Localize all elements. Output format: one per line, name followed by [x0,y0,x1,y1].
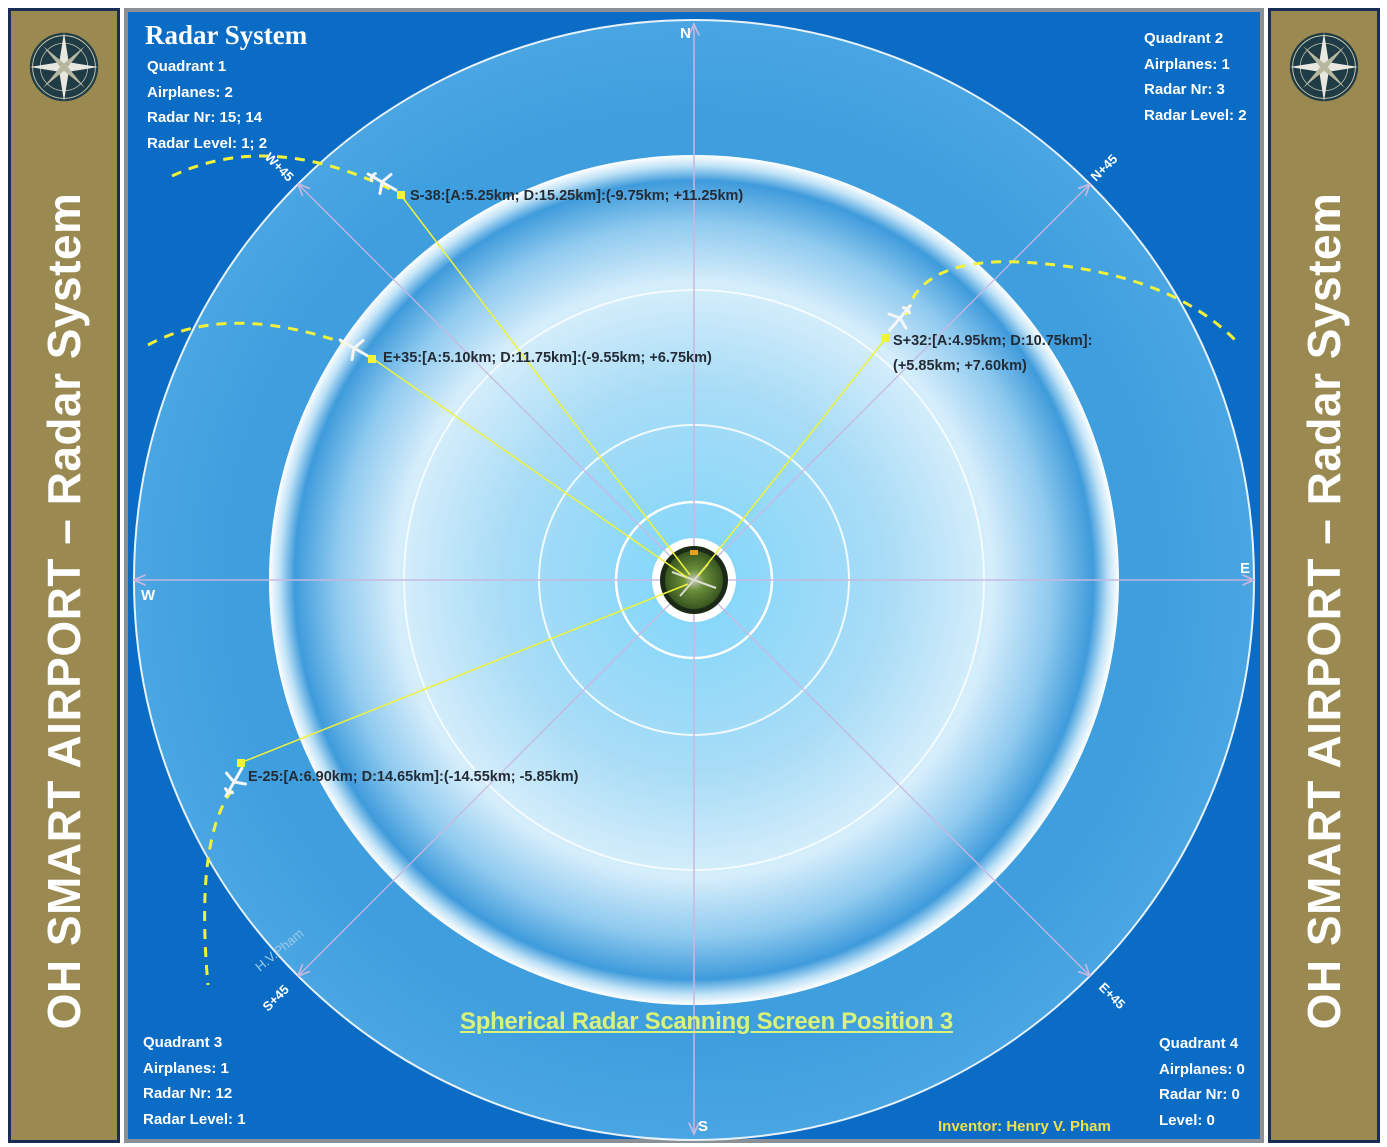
plane-label-e25: E-25:[A:6.90km; D:14.65km]:(-14.55km; -5… [248,769,579,785]
compass-label-e: E [1240,560,1250,577]
airplane-icon [338,338,370,362]
left-side-panel: OH SMART AIRPORT – Radar System [8,8,120,1143]
quadrant-airplanes: Airplanes: 2 [147,83,233,101]
compass-label-w: W [141,587,156,604]
right-side-panel: OH SMART AIRPORT – Radar System [1268,8,1380,1143]
screen-caption: Spherical Radar Scanning Screen Position… [460,1008,953,1035]
airplane-icon [224,766,248,798]
plane-marker-e35 [368,355,376,363]
quadrant-radar-nr: Radar Nr: 15; 14 [147,109,263,126]
compass-label-n: N [680,25,691,42]
track-line-s32 [697,337,887,577]
plane-label-s32-line2: (+5.85km; +7.60km) [893,358,1027,374]
flight-path-e35 [147,321,359,350]
quadrant-level: Level: 0 [1159,1111,1215,1129]
compass-label-s: S [698,1118,708,1135]
quadrant-airplanes: Airplanes: 1 [143,1059,229,1077]
compass-label-sw: S+45 [260,982,292,1014]
axis-se [693,579,1090,976]
airplane-icon [887,304,912,332]
quadrant-name: Quadrant 4 [1159,1035,1239,1052]
quadrant-level: Radar Level: 2 [1144,106,1247,124]
plane-label-s32-line1: S+32:[A:4.95km; D:10.75km]: [893,333,1092,349]
plane-label-s38: S-38:[A:5.25km; D:15.25km]:(-9.75km; +11… [410,188,743,204]
plane-marker-s32 [882,334,890,342]
quadrant-radar-nr: Radar Nr: 12 [143,1085,233,1102]
compass-rose-icon [1289,32,1359,102]
plane-marker-e25 [237,759,245,767]
quadrant-4-info: Quadrant 4 Airplanes: 0 Radar Nr: 0 Leve… [1159,1031,1245,1133]
quadrant-radar-nr: Radar Nr: 3 [1144,81,1225,98]
flight-path-e25 [203,789,234,986]
compass-label-se: E+45 [1096,980,1128,1012]
quadrant-radar-nr: Radar Nr: 0 [1159,1086,1240,1103]
inventor-credit: Inventor: Henry V. Pham [938,1118,1111,1135]
plane-label-e35: E+35:[A:5.10km; D:11.75km]:(-9.55km; +6.… [383,350,712,366]
airplane-icon [366,172,398,196]
axis-ne [693,184,1090,581]
compass-label-nw: W+45 [262,150,297,185]
track-line-s38 [399,193,691,576]
quadrant-name: Quadrant 2 [1144,30,1224,47]
quadrant-airplanes: Airplanes: 1 [1144,55,1230,73]
flight-path-s32 [904,260,1242,347]
plane-marker-s38 [397,191,405,199]
compass-rose-icon [29,32,99,102]
quadrant-level: Radar Level: 1 [143,1110,246,1128]
axis-sw [298,579,695,976]
track-line-e25 [239,583,689,764]
quadrant-1-info: Quadrant 1 Airplanes: 2 Radar Nr: 15; 14… [147,54,267,156]
track-line-e35 [371,357,689,579]
quadrant-3-info: Quadrant 3 Airplanes: 1 Radar Nr: 12 Rad… [143,1030,246,1132]
axis-nw [298,184,695,581]
quadrant-name: Quadrant 3 [143,1034,223,1051]
compass-label-ne: N+45 [1088,151,1121,184]
page-title: Radar System [145,20,308,50]
quadrant-2-info: Quadrant 2 Airplanes: 1 Radar Nr: 3 Rada… [1144,26,1247,128]
flight-path-s38 [171,154,393,192]
quadrant-name: Quadrant 1 [147,58,227,75]
quadrant-airplanes: Airplanes: 0 [1159,1060,1245,1078]
quadrant-level: Radar Level: 1; 2 [147,134,268,152]
